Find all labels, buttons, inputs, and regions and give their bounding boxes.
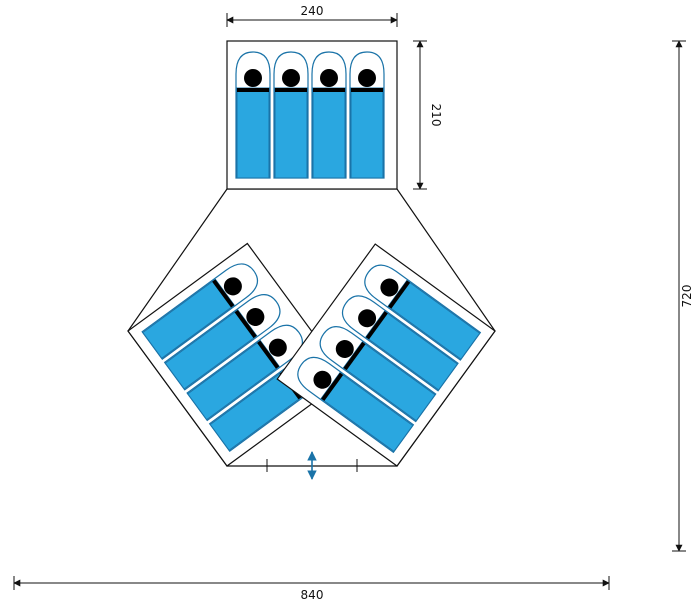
bottom-right-head-icon — [358, 309, 377, 328]
bottom-left-head-icon — [268, 338, 287, 357]
top-bag-collar — [313, 88, 345, 92]
bottom-right-sleeping-bag-1 — [297, 356, 415, 454]
bottom-right-sleeping-bag-2 — [319, 326, 437, 423]
top-bag-collar — [351, 88, 383, 92]
bottom-right-head-icon — [313, 370, 332, 389]
bottom-right-head-icon — [335, 339, 354, 358]
top-head-icon — [358, 69, 376, 87]
top-bag-body — [312, 87, 346, 179]
top-bag-body — [236, 87, 270, 179]
top-head-icon — [282, 69, 300, 87]
bottom-left-head-icon — [223, 277, 242, 296]
top-head-icon — [320, 69, 338, 87]
top-sleeping-bag-1 — [235, 51, 271, 179]
total-height-label: 720 — [680, 285, 694, 308]
bottom-right-cabin-outline — [276, 243, 496, 467]
total-width-label: 840 — [301, 588, 324, 602]
cabin-top — [226, 40, 398, 190]
bottom-left-bag-collar — [212, 279, 235, 308]
top-bag-collar — [237, 88, 269, 92]
bottom-right-bag-collar — [321, 372, 344, 401]
top-sleeping-bag-2 — [273, 51, 309, 179]
top-head-icon — [244, 69, 262, 87]
cabin-bottom-right — [276, 243, 496, 467]
bottom-right-bags — [297, 264, 482, 454]
bottom-right-bag-collar — [388, 280, 411, 309]
top-sleeping-bag-3 — [311, 51, 347, 179]
bottom-left-bag-collar — [234, 309, 257, 339]
bottom-right-bag-body — [320, 371, 414, 453]
cabin-top-bags — [235, 51, 385, 179]
bottom-right-bag-body — [387, 279, 481, 360]
top-bag-collar — [275, 88, 307, 92]
bottom-left-bag-body — [164, 309, 258, 390]
bottom-left-sleeping-bag-2 — [163, 293, 281, 391]
bottom-right-sleeping-bag-4 — [364, 264, 482, 361]
bottom-right-head-icon — [380, 278, 399, 297]
bottom-left-sleeping-bag-1 — [141, 263, 259, 361]
bottom-left-cabin-outline — [127, 242, 348, 467]
top-sleeping-bag-4 — [349, 51, 385, 179]
bottom-right-sleeping-bag-3 — [341, 295, 459, 392]
bottom-left-head-icon — [246, 307, 265, 326]
top-bag-body — [350, 87, 384, 179]
top-bag-body — [274, 87, 308, 179]
bottom-left-bag-collar — [257, 340, 280, 369]
cabin-depth-label: 210 — [429, 104, 443, 127]
bottom-right-bag-collar — [343, 341, 366, 371]
bottom-right-bag-collar — [365, 311, 388, 340]
cabin-width-label: 240 — [301, 4, 324, 18]
